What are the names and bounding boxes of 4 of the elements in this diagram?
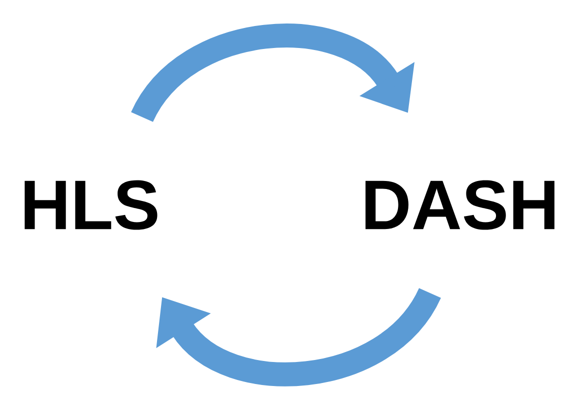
curved-arrow [156,286,440,386]
curved-arrow [132,24,415,124]
format-label: HLS [24,180,158,230]
format-label: DASH [366,180,554,230]
